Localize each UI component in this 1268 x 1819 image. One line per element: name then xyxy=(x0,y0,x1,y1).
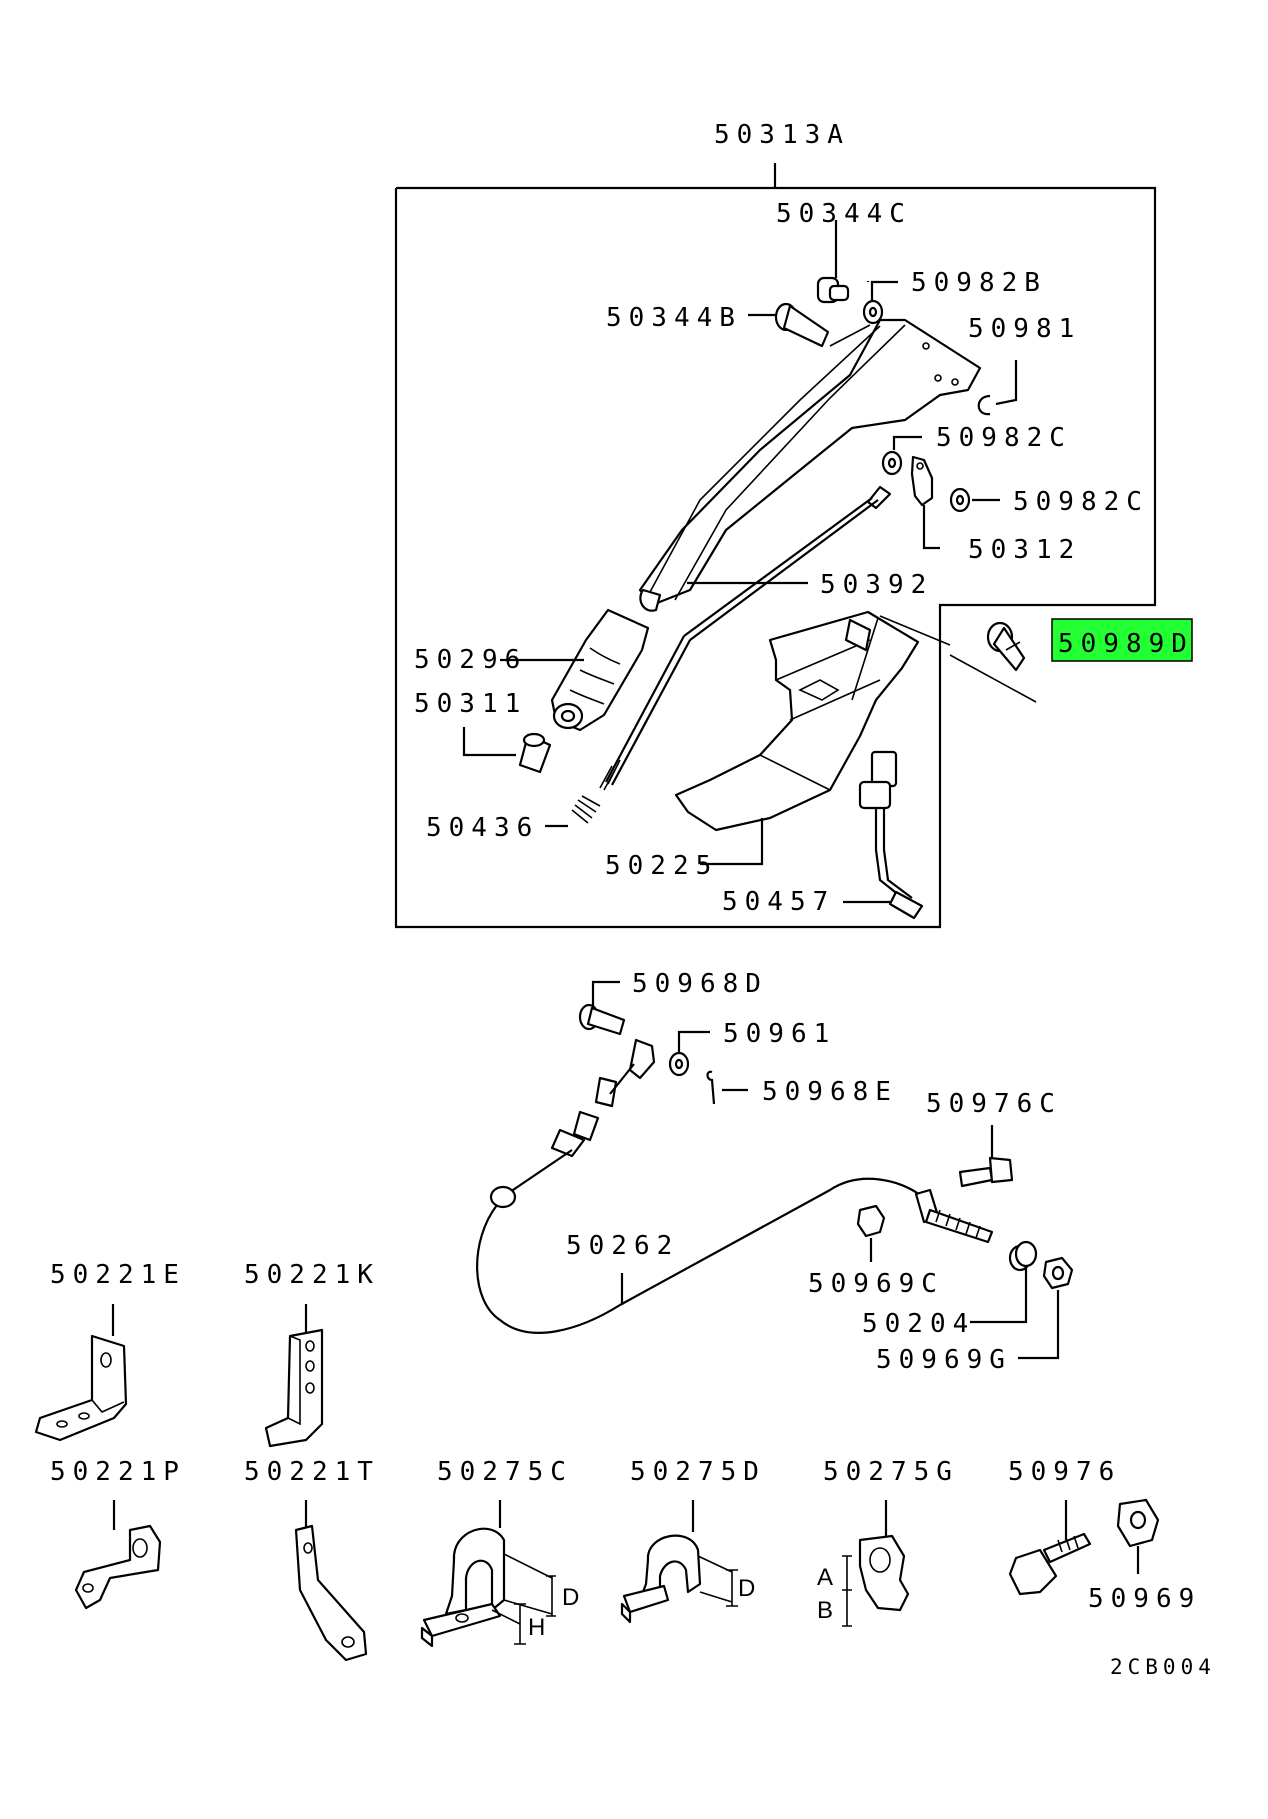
label-50969G: 50969G xyxy=(876,1345,1012,1375)
dim-D-50275D: D xyxy=(738,1575,755,1602)
part-50969C-nut xyxy=(856,1204,886,1262)
label-50976: 50976 xyxy=(1008,1457,1121,1487)
cable-threaded-end xyxy=(914,1188,994,1244)
drawing-code: 2CB004 xyxy=(1110,1655,1216,1679)
dim-B-50275G: B xyxy=(817,1597,833,1624)
part-50344C-cap xyxy=(816,220,850,304)
label-50311: 50311 xyxy=(414,689,527,719)
part-50392-rod xyxy=(599,485,892,791)
label-50275D: 50275D xyxy=(630,1457,766,1487)
part-50976C-bolt xyxy=(958,1125,1014,1188)
label-50275C: 50275C xyxy=(437,1457,573,1487)
label-50204: 50204 xyxy=(862,1309,975,1339)
part-50221E-bracket xyxy=(34,1304,128,1442)
part-50296-grip xyxy=(500,608,650,732)
part-50275D-clamp xyxy=(620,1500,738,1624)
part-50204-bushing xyxy=(970,1240,1038,1324)
part-50982B-washer xyxy=(862,280,898,325)
label-50981: 50981 xyxy=(968,314,1081,344)
label-50275G: 50275G xyxy=(823,1457,959,1487)
part-50969-nut xyxy=(1116,1498,1160,1574)
label-50968E: 50968E xyxy=(762,1077,898,1107)
part-50968E-cotter xyxy=(706,1070,748,1105)
label-50221P: 50221P xyxy=(50,1457,186,1487)
label-50262: 50262 xyxy=(566,1231,679,1261)
label-50221E: 50221E xyxy=(50,1260,186,1290)
part-50968D-pin xyxy=(578,980,626,1036)
label-50313A: 50313A xyxy=(714,120,850,150)
dim-A-50275G: A xyxy=(817,1564,833,1591)
label-50344C: 50344C xyxy=(776,199,912,229)
dim-H-50275C: H xyxy=(528,1614,545,1641)
label-50312: 50312 xyxy=(968,535,1081,565)
label-50221T: 50221T xyxy=(244,1457,380,1487)
brake-lever-arm xyxy=(638,318,982,612)
label-50392: 50392 xyxy=(820,570,933,600)
part-50311-cap xyxy=(462,727,552,774)
part-50221K-bracket xyxy=(264,1304,324,1448)
dim-D-50275C: D xyxy=(562,1584,579,1611)
label-50344B: 50344B xyxy=(606,303,742,333)
part-50457-switch xyxy=(843,750,924,920)
part-50961-washer xyxy=(668,1030,710,1077)
label-50982C-b: 50982C xyxy=(1013,487,1149,517)
part-50312-plate xyxy=(910,455,940,550)
highlight-box-50989D[interactable] xyxy=(1051,618,1193,662)
part-50981-clip xyxy=(977,360,1018,416)
label-50969: 50969 xyxy=(1088,1584,1201,1614)
label-50989D[interactable]: 50989D xyxy=(1058,629,1194,659)
part-50221T-bracket xyxy=(294,1500,368,1662)
label-50221K: 50221K xyxy=(244,1260,380,1290)
part-50982C-washer-a xyxy=(881,435,922,476)
part-50982C-washer-b xyxy=(949,487,1000,513)
label-50436: 50436 xyxy=(426,813,539,843)
part-50989D-bolt xyxy=(949,621,1037,703)
part-50969G-nut xyxy=(1018,1256,1074,1360)
label-50969C: 50969C xyxy=(808,1269,944,1299)
part-50976-bolt xyxy=(1008,1500,1092,1596)
part-50262-cable xyxy=(476,1038,921,1334)
part-50436-spring xyxy=(545,795,601,828)
assembly-frame xyxy=(394,163,1157,929)
part-50275G-clamp xyxy=(842,1500,910,1627)
label-50961: 50961 xyxy=(723,1019,836,1049)
label-50976C: 50976C xyxy=(926,1089,1062,1119)
label-50457: 50457 xyxy=(722,887,835,917)
label-50982C-a: 50982C xyxy=(936,423,1072,453)
part-50225-bracket xyxy=(674,610,951,866)
label-50225: 50225 xyxy=(605,851,718,881)
label-50968D: 50968D xyxy=(632,969,768,999)
part-50221P-bracket xyxy=(74,1500,162,1610)
part-50275C-clamp xyxy=(420,1500,556,1648)
label-50296: 50296 xyxy=(414,645,527,675)
label-50982B: 50982B xyxy=(911,268,1047,298)
part-50344B-pin xyxy=(748,302,871,348)
